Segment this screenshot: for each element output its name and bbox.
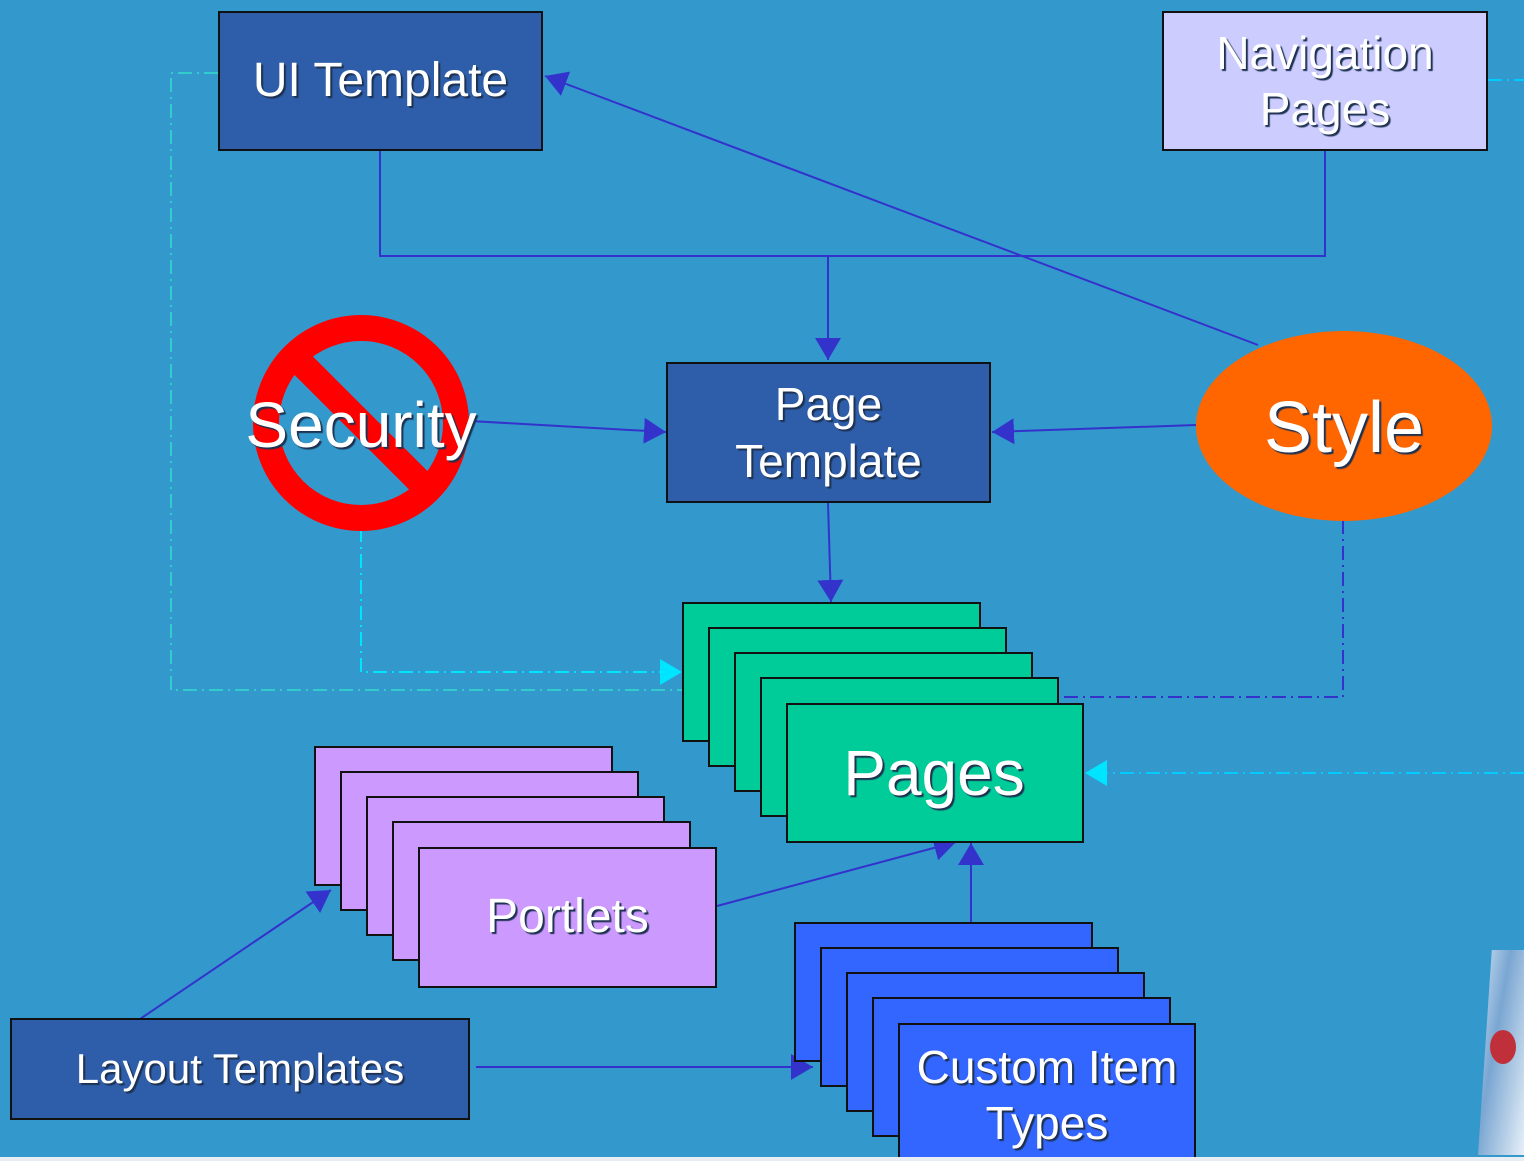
- navigation-pages-label: Navigation Pages: [1216, 26, 1434, 135]
- navigation-pages-box: Navigation Pages: [1162, 11, 1488, 151]
- layout-templates-box: Layout Templates: [10, 1018, 470, 1120]
- portlets-label: Portlets: [486, 890, 649, 944]
- corner-decoration-figure: [1490, 1030, 1516, 1064]
- portlets-to-pages-arrow: [716, 835, 957, 907]
- style-to-page-template-arrow: [991, 418, 1197, 445]
- security-label: Security: [245, 389, 477, 461]
- prohibition-sign-icon: [253, 315, 469, 531]
- ui-template-merge-line: [379, 150, 1326, 257]
- pages-label: Pages: [843, 736, 1025, 809]
- page-template-to-pages-arrow: [817, 502, 844, 603]
- style-ellipse: [1196, 331, 1492, 521]
- ui-template-box: UI Template: [218, 11, 543, 151]
- footer-bar: [0, 1157, 1524, 1161]
- page-template-box: Page Template: [666, 362, 991, 503]
- layout-to-portlets-arrow: [139, 889, 332, 1020]
- style-to-ui-template-arrow: [544, 71, 1259, 346]
- portlets-box: Portlets: [418, 847, 717, 988]
- page-template-label: Page Template: [735, 378, 922, 487]
- pages-box: Pages: [786, 703, 1084, 843]
- style-to-pages-connector: [1010, 520, 1344, 710]
- style-label: Style: [1263, 388, 1425, 468]
- security-to-page-template-arrow: [469, 417, 667, 444]
- security-to-pages-connector: [360, 528, 682, 685]
- custom-item-types-box: Custom Item Types: [898, 1023, 1196, 1161]
- custom-item-types-label: Custom Item Types: [916, 1041, 1178, 1150]
- ui-template-label: UI Template: [252, 53, 509, 107]
- layout-templates-label: Layout Templates: [75, 1045, 405, 1093]
